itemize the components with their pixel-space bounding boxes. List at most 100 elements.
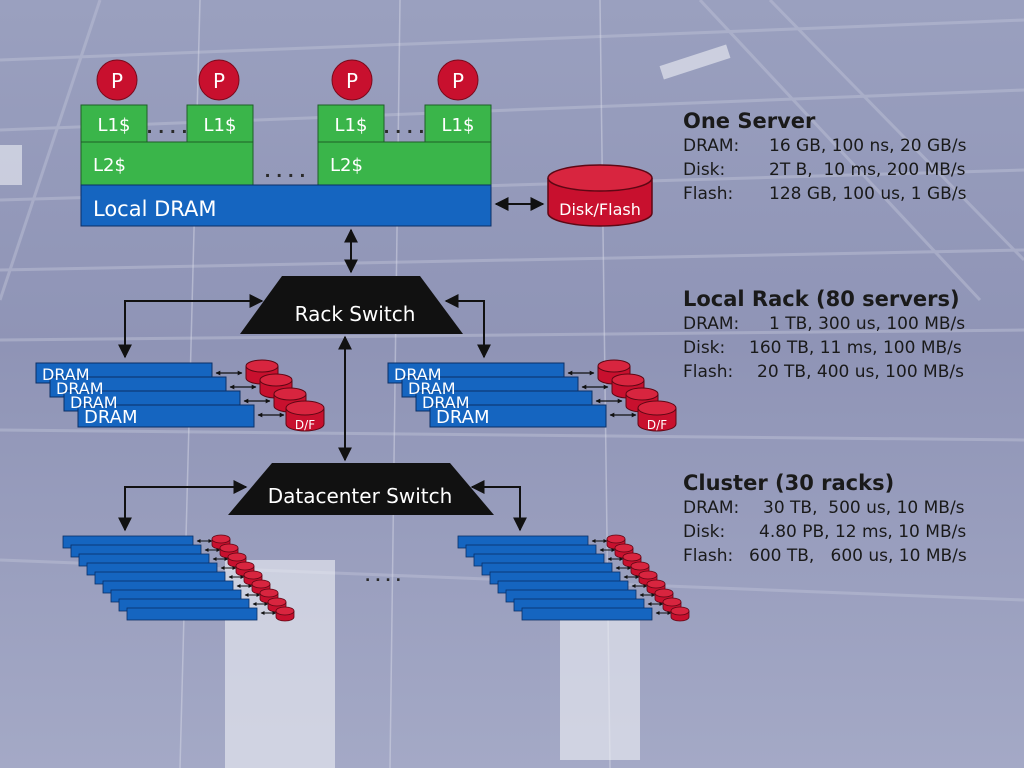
disk-stack: D/F xyxy=(245,359,325,432)
l1-cache-2: L1$ xyxy=(186,104,254,143)
spec-value: 160 TB, 11 ms, 100 MB/s xyxy=(749,338,962,358)
rack-switch-left-arrow xyxy=(118,294,264,359)
section-title: One Server xyxy=(683,109,816,133)
dram-stack: DRAM DRAM DRAM DRAM xyxy=(387,362,607,428)
cluster-disk-top xyxy=(227,552,247,562)
spec-row-flash: Flash: 20 TB, 400 us, 100 MB/s xyxy=(683,360,1013,384)
l2-cache-1: L2$ xyxy=(80,141,254,186)
section-title: Cluster (30 racks) xyxy=(683,471,895,495)
processor-3: P xyxy=(331,59,373,101)
l1-label: L1$ xyxy=(204,115,237,136)
spec-value: 30 TB, 500 us, 10 MB/s xyxy=(763,498,965,518)
cluster-disk-top xyxy=(614,543,634,553)
spec-value: 600 TB, 600 us, 10 MB/s xyxy=(749,546,967,566)
processor-1: P xyxy=(96,59,138,101)
spec-label: Disk: xyxy=(683,160,726,180)
cluster-disk-top xyxy=(630,561,650,571)
cluster-disk-top xyxy=(251,579,271,589)
info-cluster: Cluster (30 racks) DRAM: 30 TB, 500 us, 1… xyxy=(683,470,1013,568)
datacenter-switch-left-arrow xyxy=(118,480,248,532)
rack-switch-right-arrow xyxy=(444,294,491,359)
cluster-disk-top xyxy=(654,588,674,598)
cluster-disk-top xyxy=(275,606,295,616)
dram-label: DRAM xyxy=(408,379,456,398)
spec-label: DRAM: xyxy=(683,498,740,518)
rack-group-left: DRAM DRAM DRAM DRAM D/F xyxy=(35,359,325,432)
cluster-disk-top xyxy=(662,597,682,607)
processor-4: P xyxy=(437,59,479,101)
spec-label: DRAM: xyxy=(683,136,740,156)
dram-label: DRAM xyxy=(70,393,118,412)
l1-label: L1$ xyxy=(442,115,475,136)
cluster-dram-bar xyxy=(126,607,258,621)
cluster-disk-top xyxy=(606,534,626,544)
cluster-disk-top xyxy=(259,588,279,598)
spec-row-flash: Flash: 600 TB, 600 us, 10 MB/s xyxy=(683,544,1013,568)
l1-ellipsis: . . . . xyxy=(146,118,187,137)
spec-row-disk: Disk: 2T B, 10 ms, 200 MB/s xyxy=(683,158,1013,182)
dram-label: DRAM xyxy=(436,407,489,428)
cluster-dram-bar xyxy=(521,607,653,621)
cluster-disk-top xyxy=(211,534,231,544)
dram-label: DRAM xyxy=(42,365,90,384)
datacenter-switch-right-arrow xyxy=(470,480,527,532)
l1-cache-3: L1$ xyxy=(317,104,385,143)
cluster-disk-top xyxy=(235,561,255,571)
dram-label: DRAM xyxy=(56,379,104,398)
disk-flash-label: Disk/Flash xyxy=(559,200,641,219)
spec-value: 20 TB, 400 us, 100 MB/s xyxy=(757,362,964,382)
cluster-disk-top xyxy=(243,570,263,580)
cluster-ellipsis: . . . . xyxy=(365,569,401,585)
dram-label: DRAM xyxy=(84,407,137,428)
spec-row-dram: DRAM: 1 TB, 300 us, 100 MB/s xyxy=(683,312,1013,336)
spec-row-disk: Disk: 160 TB, 11 ms, 100 MB/s xyxy=(683,336,1013,360)
section-title: Local Rack (80 servers) xyxy=(683,287,960,311)
datacenter-switch: Datacenter Switch xyxy=(228,463,494,515)
cluster-disk-top xyxy=(646,579,666,589)
spec-label: Flash: xyxy=(683,546,734,566)
local-dram: Local DRAM xyxy=(80,184,492,227)
datacenter-switch-label: Datacenter Switch xyxy=(268,484,453,508)
rack-switch: Rack Switch xyxy=(240,276,463,334)
cluster-group-right xyxy=(457,534,690,622)
rack-switch-label: Rack Switch xyxy=(295,302,416,326)
df-label: D/F xyxy=(647,418,667,432)
l1-cache-4: L1$ xyxy=(424,104,492,143)
local-dram-label: Local DRAM xyxy=(93,197,217,221)
spec-row-flash: Flash:128 GB, 100 us, 1 GB/s xyxy=(683,182,1013,206)
l1-label: L1$ xyxy=(335,115,368,136)
cluster-disk-top xyxy=(219,543,239,553)
processor-label: P xyxy=(346,69,358,93)
l2-cache-2: L2$ xyxy=(317,141,492,186)
spec-value: 1 TB, 300 us, 100 MB/s xyxy=(769,314,966,334)
processor-label: P xyxy=(452,69,464,93)
l1-cache-1: L1$ xyxy=(80,104,148,143)
disk-flash-cylinder: Disk/Flash xyxy=(547,164,653,227)
dram-label: DRAM xyxy=(422,393,470,412)
spec-row-dram: DRAM: 30 TB, 500 us, 10 MB/s xyxy=(683,496,1013,520)
l1-ellipsis: . . . . xyxy=(383,118,424,137)
dram-label: DRAM xyxy=(394,365,442,384)
disk-stack: D/F xyxy=(597,359,677,432)
cluster-disk-top xyxy=(638,570,658,580)
processor-label: P xyxy=(213,69,225,93)
cluster-disk-top xyxy=(267,597,287,607)
spec-value: 4.80 PB, 12 ms, 10 MB/s xyxy=(759,522,967,542)
l2-label: L2$ xyxy=(93,155,126,176)
info-local-rack: Local Rack (80 servers) DRAM: 1 TB, 300 u… xyxy=(683,286,1013,384)
spec-value: 16 GB, 100 ns, 20 GB/s xyxy=(769,136,967,156)
spec-value: 128 GB, 100 us, 1 GB/s xyxy=(769,184,967,204)
spec-label: Disk: xyxy=(683,338,726,358)
cluster-group-left xyxy=(62,534,295,622)
processor-2: P xyxy=(198,59,240,101)
processor-label: P xyxy=(111,69,123,93)
spec-row-disk: Disk: 4.80 PB, 12 ms, 10 MB/s xyxy=(683,520,1013,544)
spec-value: 2T B, 10 ms, 200 MB/s xyxy=(769,160,966,180)
spec-label: Flash: xyxy=(683,362,734,382)
spec-label: Disk: xyxy=(683,522,726,542)
dram-stack: DRAM DRAM DRAM DRAM xyxy=(35,362,255,428)
l1-label: L1$ xyxy=(98,115,131,136)
l2-ellipsis: . . . . xyxy=(264,162,305,181)
spec-label: DRAM: xyxy=(683,314,740,334)
